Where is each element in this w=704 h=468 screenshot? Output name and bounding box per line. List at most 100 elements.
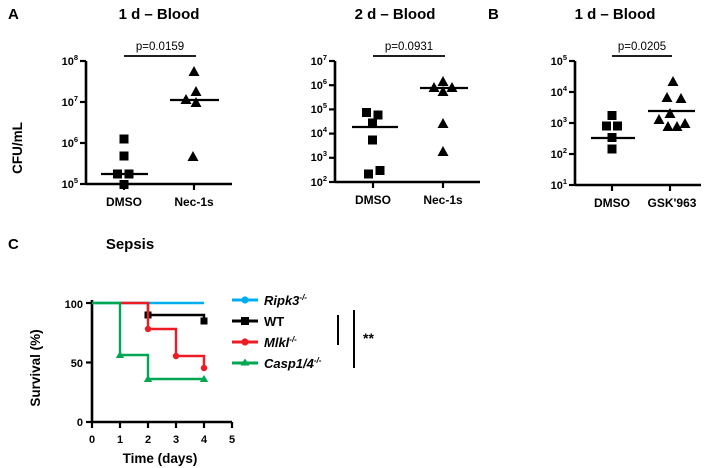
panel-title-b: 1 d – Blood [574, 6, 656, 23]
x-axis-ticks-a2 [371, 182, 445, 188]
x-axis-ticks-c [90, 422, 234, 428]
data-point [653, 114, 665, 124]
x-cat-label-b-dmso: DMSO [594, 196, 630, 210]
plot-panel-a1: CFU/mL 108 107 106 105 p=0.0 [0, 38, 260, 213]
data-point [368, 135, 377, 145]
y-tick-labels-a2: 107 106 105 104 103 102 [311, 53, 328, 189]
y-tick-a1-1: 106 [62, 135, 78, 150]
data-group-b-dmso [602, 111, 622, 154]
legend-item-ripk3[interactable]: Ripk3-/- [232, 293, 307, 308]
km-marker-casp [115, 351, 125, 358]
x-tick-c-2: 2 [145, 434, 151, 446]
data-point [119, 134, 129, 144]
y-tick-b-3: 104 [551, 84, 568, 99]
data-point [613, 121, 622, 131]
data-group-b-gsk963 [653, 76, 691, 131]
svg-panel-a2: 107 106 105 104 103 102 p=0.093 [311, 41, 480, 207]
y-tick-c-100: 100 [65, 299, 83, 311]
x-tick-labels-c: 0 1 2 3 4 5 [89, 434, 235, 446]
y-axis-ticks-a1 [80, 59, 86, 186]
svg-panel-c: Survival (%) 100 50 0 [28, 293, 374, 466]
y-tick-labels-a1: 108 107 106 105 [62, 53, 78, 191]
data-point [188, 66, 200, 76]
y-tick-a1-3: 108 [62, 53, 78, 68]
data-group-a1-dmso [113, 134, 134, 189]
y-tick-a1-0: 105 [62, 176, 78, 191]
data-point [602, 121, 611, 131]
y-tick-a2-1: 103 [311, 149, 327, 164]
y-axis-ticks-a2 [329, 59, 335, 184]
y-axis-ticks-b [569, 59, 575, 187]
data-point [190, 86, 202, 96]
data-point [362, 108, 371, 117]
y-axis-title-a1: CFU/mL [10, 122, 25, 174]
data-point [373, 110, 383, 120]
km-marker-mlkl [144, 325, 152, 333]
y-tick-c-50: 50 [71, 358, 83, 370]
x-tick-c-0: 0 [89, 434, 95, 446]
km-marker-mlkl [172, 352, 180, 360]
data-point [667, 76, 679, 86]
km-curve-mlkl [120, 301, 206, 368]
y-tick-a2-5: 107 [311, 53, 327, 68]
y-tick-a1-2: 107 [62, 94, 78, 109]
data-point [437, 146, 449, 156]
panel-title-a2: 2 d – Blood [354, 6, 436, 23]
data-point [607, 144, 617, 154]
data-point [437, 86, 449, 96]
data-point [190, 97, 202, 107]
p-value-a1: p=0.0159 [136, 41, 184, 53]
legend-label-wt: WT [264, 314, 284, 329]
data-point [675, 93, 687, 103]
legend-panel-c: Ripk3-/- WT Mlkl-/- [232, 293, 374, 371]
plot-panel-a2: 107 106 105 104 103 102 p=0.093 [280, 38, 510, 213]
x-tick-c-3: 3 [173, 434, 179, 446]
x-tick-c-5: 5 [229, 434, 235, 446]
legend-label-casp: Casp1/4-/- [264, 356, 322, 371]
data-point [437, 76, 449, 86]
legend-item-mlkl[interactable]: Mlkl-/- [232, 335, 297, 350]
panel-title-c: Sepsis [105, 236, 155, 253]
km-curve-casp [92, 301, 204, 381]
legend-label-mlkl: Mlkl-/- [264, 335, 297, 350]
plot-panel-b: 105 104 103 102 101 p=0.0205 [515, 38, 704, 213]
panel-letter-a: A [8, 6, 19, 23]
significance-stars: ** [363, 330, 374, 346]
panel-title-a1: 1 d – Blood [118, 6, 200, 23]
x-cat-label-a1-dmso: DMSO [106, 195, 142, 209]
p-value-a2: p=0.0931 [385, 41, 433, 53]
y-tick-labels-c: 100 50 0 [65, 299, 83, 429]
plot-panel-c: Survival (%) 100 50 0 [0, 258, 400, 468]
data-point [437, 118, 449, 128]
data-point [368, 118, 377, 128]
legend-item-wt[interactable]: WT [232, 314, 284, 329]
legend-item-casp[interactable]: Casp1/4-/- [232, 356, 322, 371]
y-tick-b-1: 102 [551, 146, 567, 161]
legend-marker-wt [241, 317, 249, 325]
data-point [679, 118, 691, 128]
y-tick-b-2: 103 [551, 115, 567, 130]
x-cat-label-a2-nec1s: Nec-1s [423, 193, 463, 207]
y-tick-b-4: 105 [551, 53, 567, 68]
p-value-b: p=0.0205 [618, 41, 666, 53]
data-group-a2-dmso [362, 108, 385, 179]
x-axis-title-c: Time (days) [123, 451, 198, 466]
km-marker-casp [143, 375, 153, 382]
svg-panel-b: 105 104 103 102 101 p=0.0205 [551, 41, 701, 210]
y-axis-title-c: Survival (%) [28, 329, 43, 406]
legend-marker-casp [240, 358, 250, 366]
data-point [364, 169, 373, 179]
km-curve-wt [146, 303, 206, 321]
x-cat-label-a1-nec1s: Nec-1s [174, 195, 214, 209]
x-tick-c-4: 4 [201, 434, 208, 446]
data-group-a1-nec1s [180, 66, 202, 161]
y-tick-a2-3: 105 [311, 101, 327, 116]
y-tick-a2-4: 106 [311, 77, 327, 92]
data-point [662, 121, 674, 131]
legend-label-ripk3: Ripk3-/- [264, 293, 307, 308]
data-point [187, 151, 199, 161]
legend-marker-mlkl [241, 338, 249, 346]
data-point [375, 166, 385, 175]
panel-letter-b: B [488, 6, 499, 23]
y-tick-labels-b: 105 104 103 102 101 [551, 53, 568, 192]
